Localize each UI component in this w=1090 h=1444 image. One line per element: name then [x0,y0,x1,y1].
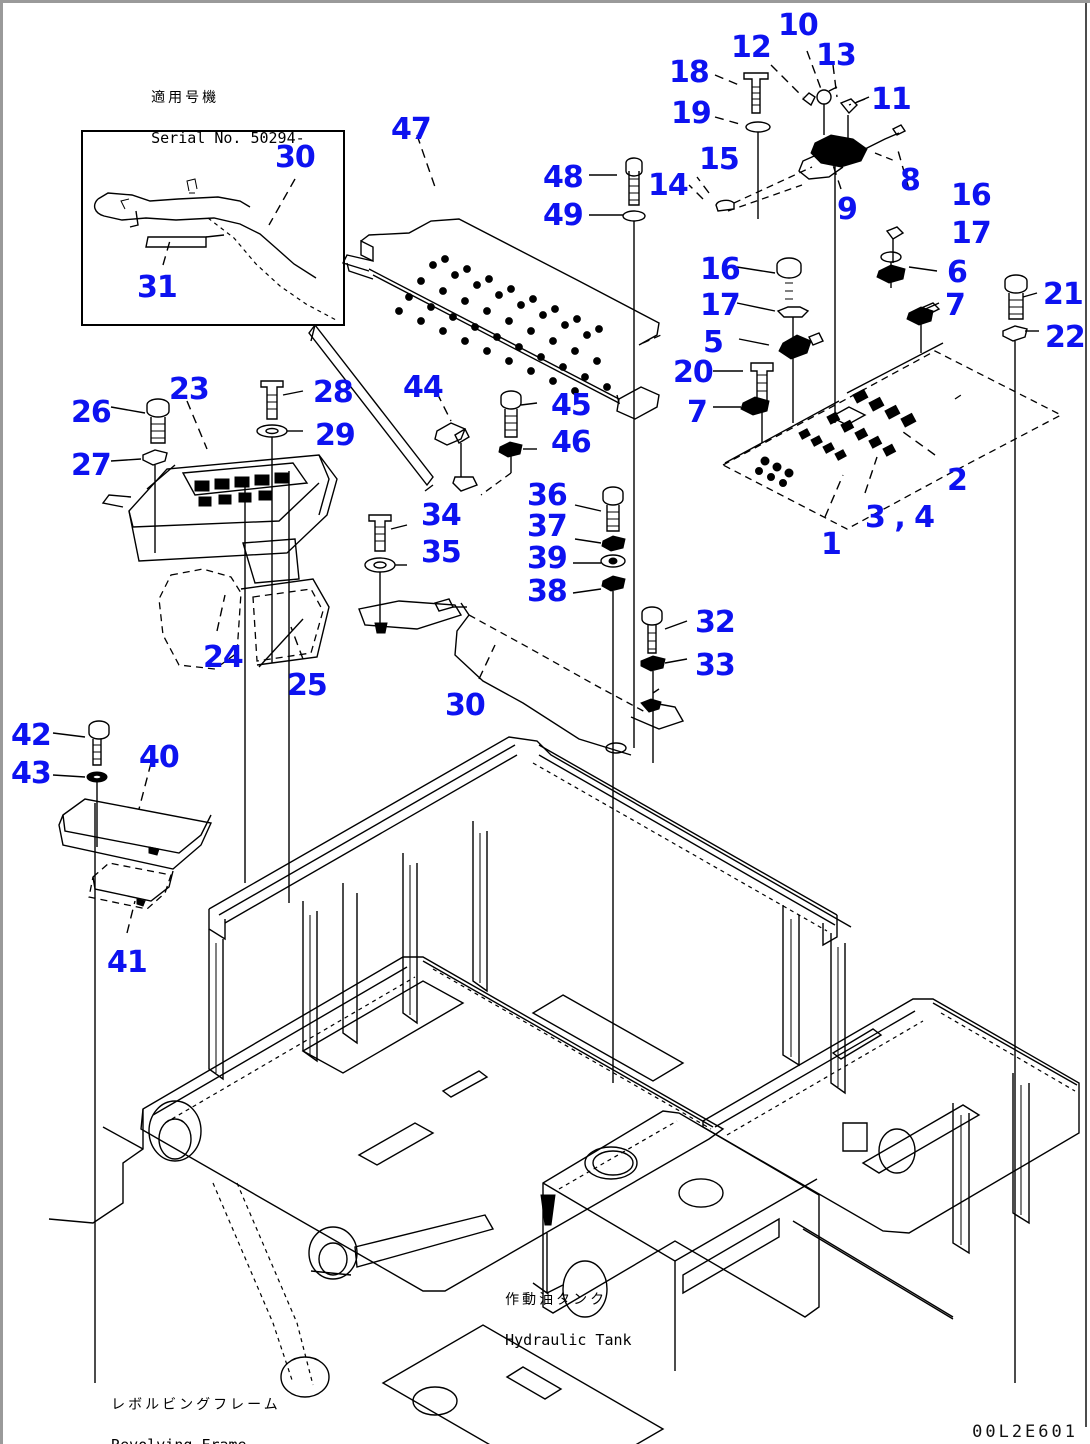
callout-part-22-15: 22 [1045,320,1086,355]
fastener-42-43 [86,720,110,847]
inset-callout-part-31-1: 31 [137,270,178,305]
inset-serial-note-jp: 適用号機 [151,90,220,107]
callout-part-26-27: 26 [71,395,112,430]
callout-part-40-48: 40 [139,740,180,775]
callout-part-6-12: 6 [947,255,968,290]
callout-part-32-41: 32 [695,605,736,640]
callout-part-29-31: 29 [315,418,356,453]
callout-part-14-7: 14 [648,168,689,203]
callout-part-7-13: 7 [945,288,966,323]
inset-detail-drawing [93,178,337,321]
callout-part-49-23: 49 [543,198,584,233]
callout-part-27-29: 27 [71,448,112,483]
part-1-control-panel-plate [721,342,1063,530]
caption-revolving-frame-en: Revolving Frame [111,1436,246,1444]
callout-part-36-37: 36 [527,478,568,513]
callout-part-46-34: 46 [551,425,592,460]
callout-part-5-18: 5 [703,325,724,360]
inset-callout-part-30-0: 30 [275,140,316,175]
callout-part-28-30: 28 [313,375,354,410]
inset-detail-box [81,130,345,326]
fastener-45-46 [480,390,523,496]
revolving-frame-assembly [48,736,1080,1444]
caption-hydraulic-tank-en: Hydraulic Tank [505,1331,632,1350]
callout-part-13-2: 13 [816,38,857,73]
callout-part-34-25: 3 , 4 [865,500,935,535]
fastener-6-7-right [876,226,941,353]
callout-part-19-5: 19 [671,96,712,131]
caption-hydraulic-tank: 作動油タンク Hydraulic Tank [469,1269,632,1371]
callout-part-47-21: 47 [391,112,432,147]
callout-part-17-17: 17 [700,288,741,323]
fastener-36-37-39-38 [600,486,626,1083]
callout-part-18-3: 18 [669,55,710,90]
callout-part-16-10: 16 [951,178,992,213]
fastener-34-35 [358,514,467,634]
callout-part-7-20: 7 [687,395,708,430]
callout-part-23-28: 23 [169,372,210,407]
callout-part-34-35: 34 [421,498,462,533]
fastener-48-49 [605,157,646,754]
diagram-artwork [48,3,1087,1444]
fastener-32-33 [640,606,666,763]
part-24-25 [158,568,330,670]
callout-part-44-32: 44 [403,370,444,405]
caption-revolving-frame-jp: レボルビングフレーム [111,1397,281,1414]
callout-part-38-40: 38 [527,574,568,609]
callout-part-30-45: 30 [445,688,486,723]
callout-part-21-14: 21 [1043,277,1084,312]
callout-part-20-19: 20 [673,355,714,390]
inset-serial-note-en: Serial No. 50294- [151,129,305,148]
callout-part-48-22: 48 [543,160,584,195]
fastener-20-7 [740,362,774,443]
caption-revolving-frame: レボルビングフレーム Revolving Frame [75,1374,281,1444]
callout-part-33-42: 33 [695,648,736,683]
callout-part-12-1: 12 [731,30,772,65]
callout-part-42-46: 42 [11,718,52,753]
callout-part-25-44: 25 [287,668,328,703]
callout-part-16-16: 16 [700,252,741,287]
callout-part-43-47: 43 [11,756,52,791]
callout-part-37-38: 37 [527,509,568,544]
callout-part-2-24: 2 [947,463,968,498]
callout-part-10-0: 10 [778,8,819,43]
callout-part-15-6: 15 [699,142,740,177]
callout-part-11-4: 11 [871,82,912,117]
callout-part-9-9: 9 [837,192,858,227]
drawing-number: 00L2E601 [972,1422,1078,1442]
callout-part-35-36: 35 [421,535,462,570]
fastener-16-17-5 [776,257,824,423]
callout-part-39-39: 39 [527,541,568,576]
part-40-41 [58,798,213,910]
callout-part-41-49: 41 [107,945,148,980]
caption-hydraulic-tank-jp: 作動油タンク [505,1292,608,1309]
callout-part-45-33: 45 [551,388,592,423]
part-30-center-bracket [454,602,685,756]
fastener-21-22 [1002,274,1028,1383]
callout-part-1-26: 1 [821,527,842,562]
callout-part-24-43: 24 [203,640,244,675]
callout-part-17-11: 17 [951,216,992,251]
part-47-step-plate [342,218,662,420]
inset-serial-note: 適用号機 Serial No. 50294- [115,67,305,169]
part-44-rod [308,323,478,492]
fastener-26-27 [142,398,170,553]
part-23-left-panel [101,454,338,584]
callout-part-8-8: 8 [900,163,921,198]
top-right-linkage-cluster [715,72,907,423]
